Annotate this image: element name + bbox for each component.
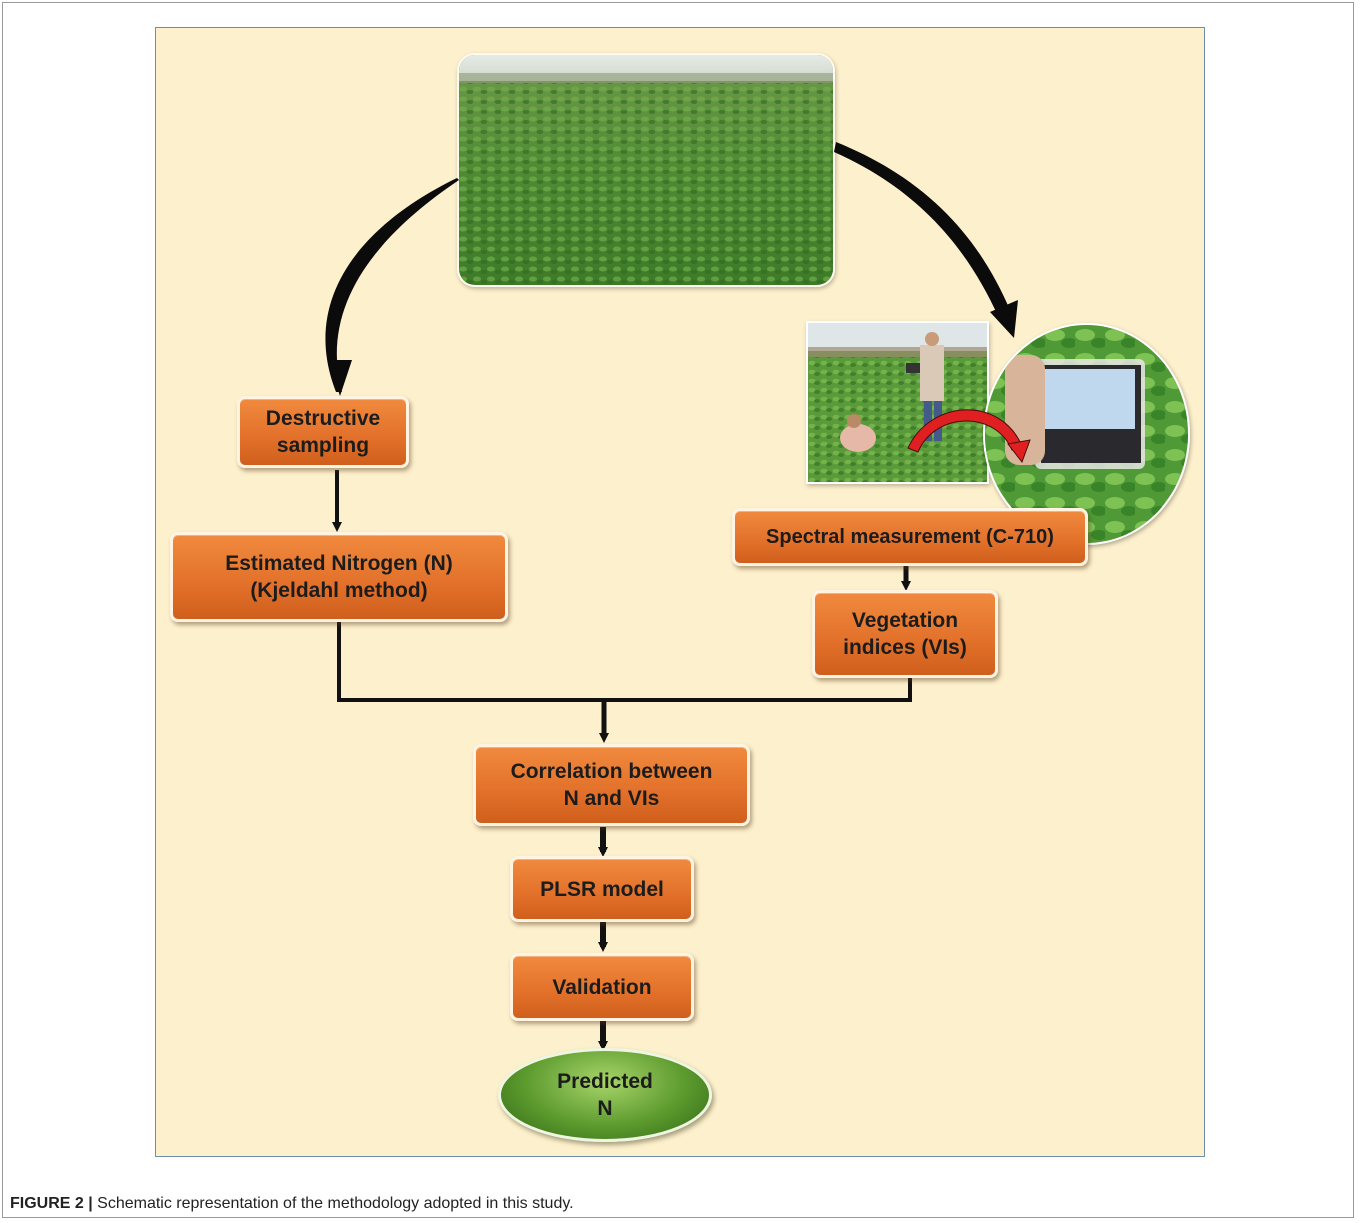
figure-caption: FIGURE 2 | Schematic representation of t… [10,1195,574,1213]
destructive-sampling-label: Destructive sampling [265,407,381,457]
destructive-sampling-box: Destructive sampling [237,396,409,468]
vegetation-indices-label: Vegetation indices (VIs) [843,609,967,659]
predicted-n-label: Predicted N [557,1070,653,1120]
curved-arrow-left-head [328,360,352,396]
red-curved-arrow [907,409,1023,453]
plsr-model-label: PLSR model [540,877,664,901]
vegetation-indices-box: Vegetation indices (VIs) [812,590,998,678]
spectral-measurement-box: Spectral measurement (C-710) [732,508,1088,566]
validation-label: Validation [552,975,652,999]
figure-caption-text: Schematic representation of the methodol… [92,1195,574,1212]
spectral-measurement-label: Spectral measurement (C-710) [766,525,1054,548]
figure-caption-label: FIGURE 2 | [10,1195,93,1212]
curved-arrow-left [325,178,459,392]
predicted-n-oval: Predicted N [498,1048,712,1142]
plsr-model-box: PLSR model [510,856,694,922]
correlation-box: Correlation between N and VIs [473,744,750,826]
correlation-label: Correlation between N and VIs [510,760,713,810]
crop-field-photo [457,53,835,287]
validation-box: Validation [510,953,694,1021]
estimated-nitrogen-label: Estimated Nitrogen (N) (Kjeldahl method) [225,552,453,602]
curved-arrow-right-head [990,300,1018,338]
curved-arrow-right [834,142,1010,316]
estimated-nitrogen-box: Estimated Nitrogen (N) (Kjeldahl method) [170,532,508,622]
spectroradiometer-photo [983,323,1190,545]
